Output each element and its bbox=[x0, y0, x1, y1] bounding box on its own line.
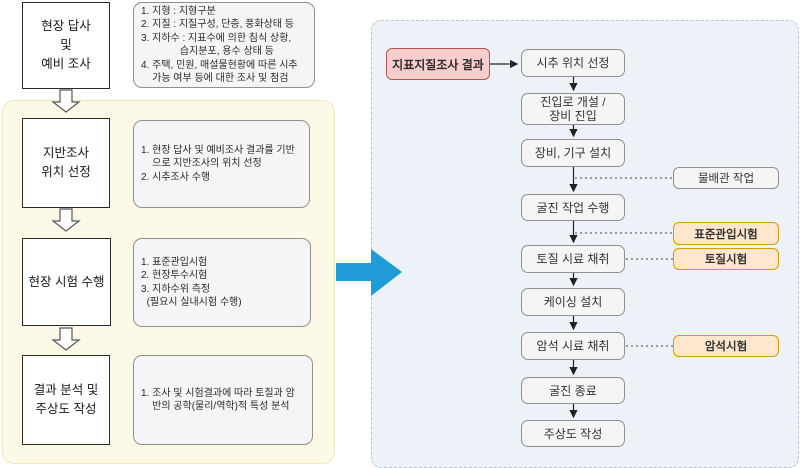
annotation-water-piping: 물배관 작업 bbox=[673, 167, 779, 189]
input-node-surface-geology-result: 지표지질조사 결과 bbox=[386, 48, 490, 80]
flow-step-5: 토질 시료 채취 bbox=[521, 245, 625, 273]
annotation-soil-test: 토질시험 bbox=[673, 248, 779, 270]
flow-step-7: 암석 시료 채취 bbox=[521, 332, 625, 360]
left-step-note-3: 1. 표준관입시험 2. 현장투수시험 3. 지하수위 측정 (필요시 실내시험… bbox=[133, 238, 311, 327]
left-step-box-1: 현장 답사 및 예비 조사 bbox=[22, 2, 110, 89]
flow-step-4: 굴진 작업 수행 bbox=[521, 194, 625, 221]
left-step-note-2: 1. 현장 답사 및 예비조사 결과를 기반 으로 지반조사의 위치 선정 2.… bbox=[133, 120, 310, 208]
flow-step-9: 주상도 작성 bbox=[521, 420, 625, 447]
flow-step-2: 진입로 개설 / 장비 진입 bbox=[521, 93, 625, 125]
flow-step-6: 케이싱 설치 bbox=[521, 288, 625, 316]
flow-step-8: 굴진 종료 bbox=[521, 377, 625, 404]
left-step-box-2: 지반조사 위치 선정 bbox=[22, 118, 110, 208]
left-step-note-1: 1. 지형 : 지형구분 2. 지질 : 지질구성, 단층, 풍화상태 등 3.… bbox=[133, 2, 315, 88]
left-step-note-4: 1. 조사 및 시험결과에 따라 토질과 암 반의 공학(물리/역학)적 특성 … bbox=[133, 355, 313, 445]
annotation-rock-test: 암석시험 bbox=[673, 335, 779, 357]
flow-step-1: 시추 위치 선정 bbox=[521, 49, 625, 77]
flow-step-3: 장비, 기구 설치 bbox=[521, 139, 625, 167]
left-step-box-4: 결과 분석 및 주상도 작성 bbox=[22, 355, 110, 445]
annotation-spt-test: 표준관입시험 bbox=[673, 222, 779, 245]
left-step-box-3: 현장 시험 수행 bbox=[22, 238, 111, 326]
